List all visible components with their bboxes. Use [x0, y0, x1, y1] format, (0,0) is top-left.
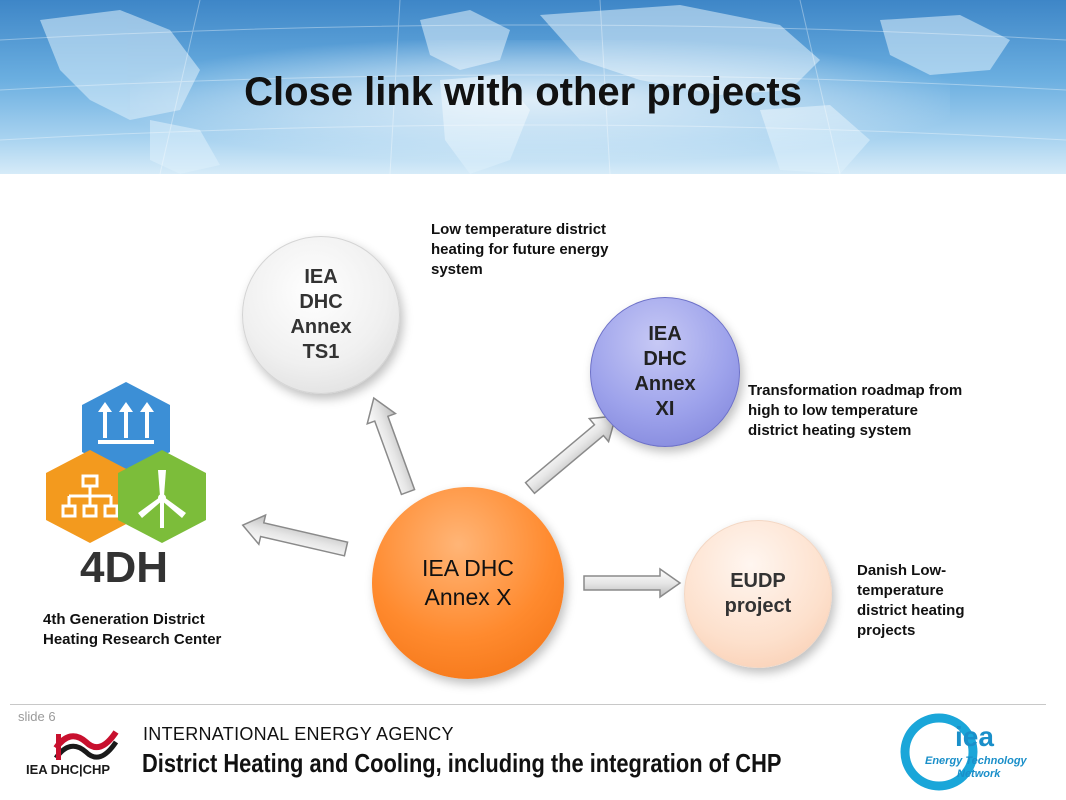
node-center-label: IEA DHC Annex X — [421, 555, 515, 610]
node-xi-label: IEA DHC Annex XI — [634, 323, 696, 420]
arrow-to-eudp — [583, 567, 682, 599]
hex-orange-icon — [46, 450, 134, 543]
header-banner — [0, 0, 1066, 174]
node-eudp-project: EUDP project — [684, 520, 832, 668]
description-ts1: Low temperature district heating for fut… — [431, 221, 609, 278]
description-4dh: 4th Generation District Heating Research… — [43, 611, 222, 648]
slide-title: Close link with other projects — [244, 70, 802, 114]
4dh-logo-text: 4DH — [80, 543, 168, 590]
etn-line2-text: Network — [957, 768, 1001, 780]
energy-technology-network-logo: iea Energy Technology Network — [900, 713, 1028, 791]
iea-dhc-logo-text: IEA DHC|CHP — [26, 762, 110, 777]
4dh-logo: 4DH — [46, 382, 206, 590]
iea-dhc-chp-logo: IEA DHC|CHP — [26, 730, 119, 777]
slide-number: slide 6 — [18, 709, 56, 724]
hex-green-icon — [118, 450, 206, 543]
node-eudp-label: EUDP project — [724, 570, 792, 617]
org-name: INTERNATIONAL ENERGY AGENCY — [143, 724, 454, 744]
hex-blue-icon — [82, 382, 170, 475]
etn-line1-text: Energy Technology — [925, 755, 1028, 767]
node-iea-dhc-annex-ts1: IEA DHC Annex TS1 — [242, 236, 400, 394]
description-xi: Transformation roadmap from high to low … — [748, 382, 963, 439]
arrow-to-4dh — [241, 513, 349, 557]
footer-divider — [10, 704, 1046, 705]
etn-iea-text: iea — [955, 721, 994, 752]
node-iea-dhc-annex-xi: IEA DHC Annex XI — [590, 297, 740, 447]
footer-subtitle: District Heating and Cooling, including … — [142, 748, 782, 778]
connector-arrows — [241, 396, 682, 599]
node-iea-dhc-annex-x: IEA DHC Annex X — [372, 487, 564, 679]
description-eudp: Danish Low- temperature district heating… — [857, 562, 965, 639]
arrow-to-ts1 — [366, 396, 416, 496]
node-ts1-label: IEA DHC Annex TS1 — [290, 266, 352, 363]
banner-glow — [130, 40, 950, 160]
arrow-to-xi — [524, 415, 617, 495]
